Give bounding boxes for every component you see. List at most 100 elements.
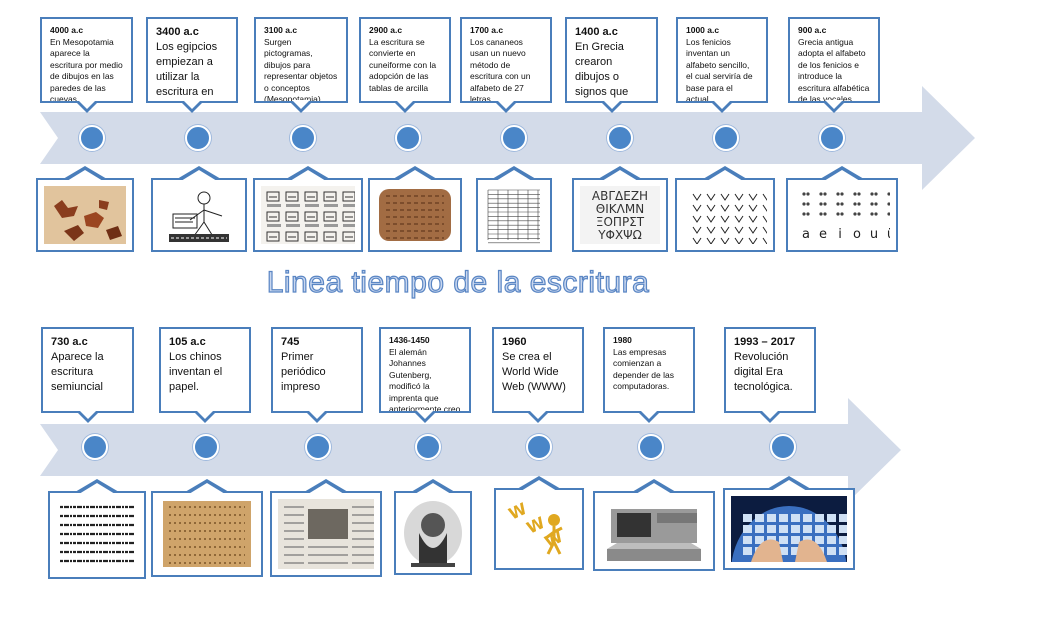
event-text: Aparece la escritura semiuncial	[51, 351, 104, 393]
event-text: En Mesopotamia aparece la escritura por …	[50, 36, 123, 103]
event-year: 1960	[502, 336, 527, 348]
clay-tablet-image	[376, 186, 454, 244]
top-event-image-box	[675, 166, 775, 252]
event-text: La escritura se convierte en cuneiforme …	[369, 36, 437, 93]
timeline-dot	[607, 125, 633, 151]
vowel-glyph: u	[870, 227, 878, 242]
event-year: 4000 a.c	[50, 25, 84, 35]
event-year: 105 a.c	[169, 336, 206, 348]
timeline-dot	[501, 125, 527, 151]
event-text: En Grecia crearon dibujos o signos que t…	[575, 41, 629, 98]
digital-globe-image	[731, 496, 847, 562]
top-event-image-box: aeiouü	[786, 166, 898, 252]
vowel-glyph: e	[819, 227, 827, 242]
greek-line: ΑΒΓΔΕΖΗ	[592, 189, 648, 203]
top-event-image-box	[151, 166, 247, 252]
greek-line: ΞΟΠΡΣΤ	[596, 215, 645, 229]
greek-line: ΘΙΚΛΜΝ	[596, 202, 644, 216]
timeline-dot	[526, 434, 552, 460]
greek-line: ΥΦΧΨΩ	[597, 228, 642, 242]
timeline-dot	[819, 125, 845, 151]
timeline-dot	[713, 125, 739, 151]
newspaper-image	[278, 499, 374, 569]
paper-scroll-image	[159, 499, 255, 569]
top-event-image-box	[476, 166, 552, 252]
bottom-event-image-box	[723, 476, 855, 570]
event-text: Las empresas comienzan a depender de las…	[613, 346, 674, 392]
vowel-glyph: i	[838, 227, 842, 242]
event-text: Los egipcios empiezan a utilizar la escr…	[156, 41, 218, 98]
top-event-image-box	[253, 166, 363, 252]
timeline-dot	[193, 434, 219, 460]
bottom-event-image-box	[593, 479, 715, 571]
bottom-event-callout: 1960 Se crea el World Wide Web (WWW)	[492, 327, 584, 413]
event-text: Revolución digital Era tecnológica.	[734, 351, 793, 393]
timeline-dot	[79, 125, 105, 151]
event-year: 1993 – 2017	[734, 336, 796, 348]
bottom-event-image-box	[151, 479, 263, 577]
vowel-glyph: o	[853, 227, 861, 242]
top-event-callout: 1400 a.c En Grecia crearon dibujos o sign…	[565, 17, 658, 103]
event-year: 1436-1450	[389, 335, 430, 345]
event-year: 3100 a.c	[264, 25, 298, 35]
event-text: Surgen pictogramas, dibujos para represe…	[264, 36, 338, 103]
vowel-glyph: a	[802, 227, 810, 242]
timeline-dot	[395, 125, 421, 151]
timeline-dot	[82, 434, 108, 460]
bottom-event-image-box	[48, 479, 146, 579]
bottom-event-image-box	[270, 479, 382, 577]
event-year: 1980	[613, 335, 632, 345]
event-year: 745	[281, 336, 300, 348]
event-text: Grecia antigua adopta el alfabeto de los…	[798, 36, 870, 103]
event-year: 730 a.c	[51, 336, 88, 348]
top-event-image-box	[368, 166, 462, 252]
vowels-image: aeiouü	[794, 186, 890, 244]
event-text: El alemán Johannes Gutenberg, modificó l…	[389, 346, 461, 413]
timeline-dot	[185, 125, 211, 151]
event-text: Se crea el World Wide Web (WWW)	[502, 351, 566, 393]
event-year: 900 a.c	[798, 25, 827, 35]
pictograms-image	[261, 186, 355, 244]
alphabet-table-image	[484, 186, 544, 244]
timeline-dot	[415, 434, 441, 460]
event-year: 3400 a.c	[156, 26, 199, 38]
www-image: WWW	[502, 496, 576, 562]
timeline-dot	[638, 434, 664, 460]
bottom-event-image-box	[394, 479, 472, 575]
computer-image	[601, 499, 707, 563]
event-year: 1700 a.c	[470, 25, 504, 35]
vowel-glyph: ü	[887, 227, 890, 242]
timeline-dot	[290, 125, 316, 151]
manuscript-image	[56, 499, 138, 571]
timeline-dot	[305, 434, 331, 460]
event-text: Primer periódico impreso	[281, 351, 326, 393]
egyptian-scribe-image	[159, 186, 239, 244]
event-year: 2900 a.c	[369, 25, 403, 35]
event-text: Los chinos inventan el papel.	[169, 351, 223, 393]
gutenberg-image	[402, 499, 464, 567]
phoenician-letters-image	[683, 186, 767, 244]
cave-painting-image	[44, 186, 126, 244]
timeline-dot	[770, 434, 796, 460]
bottom-event-image-box: WWW	[494, 476, 584, 570]
top-event-image-box	[36, 166, 134, 252]
event-text: Los fenicios inventan un alfabeto sencil…	[686, 36, 753, 103]
event-text: Los cananeos usan un nuevo método de esc…	[470, 36, 531, 103]
event-year: 1400 a.c	[575, 26, 618, 38]
event-year: 1000 a.c	[686, 25, 720, 35]
